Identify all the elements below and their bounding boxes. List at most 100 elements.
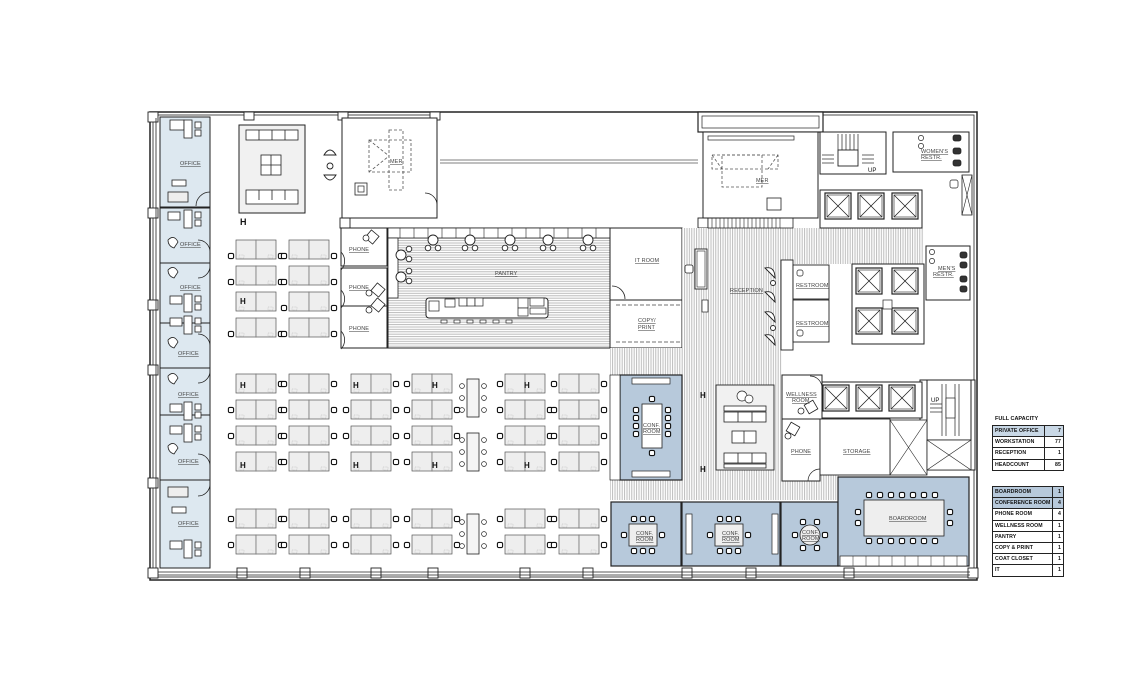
label-conf-1: CONF. — [643, 423, 660, 429]
conf-room-bottom-1: CONF. ROOM — [610, 501, 682, 567]
conf-room-large: CONF. ROOM — [609, 374, 683, 481]
capacity-value: 1 — [1044, 447, 1064, 460]
storage-room: STORAGE — [819, 418, 891, 476]
rooms-row-boardroom: BOARDROOM 1 — [991, 485, 1064, 499]
label-office-6: OFFICE — [178, 459, 199, 465]
capacity-row-headcount: HEADCOUNT 85 — [992, 458, 1064, 471]
label-womens-restroom: RESTR. — [921, 155, 942, 161]
svg-text:H: H — [524, 461, 530, 470]
room-type-count: 4 — [1052, 508, 1064, 521]
room-type-count: 1 — [1052, 564, 1064, 577]
room-type-label: CONFERENCE ROOM — [991, 497, 1054, 510]
stairs-top: UP — [819, 131, 887, 175]
elevator-bank-top — [819, 189, 923, 229]
label-office-1: OFFICE — [180, 161, 201, 167]
label-mens: MEN'S — [938, 266, 956, 272]
label-phone-1: PHONE — [349, 247, 369, 253]
conf-room-bottom-3: CONF. ROOM — [780, 501, 839, 567]
room-type-count: 4 — [1052, 497, 1064, 510]
label-office-2: OFFICE — [180, 242, 201, 248]
label-office-4: OFFICE — [178, 351, 199, 357]
svg-text:H: H — [524, 381, 530, 390]
elevator-bank-bottom — [819, 381, 923, 419]
rooms-row-conference: CONFERENCE ROOM 4 — [991, 497, 1064, 510]
label-office-3: OFFICE — [180, 285, 201, 291]
svg-text:H: H — [353, 381, 359, 390]
svg-text:H: H — [240, 461, 246, 470]
room-type-label: COAT CLOSET — [991, 553, 1054, 566]
restrooms-center: RESTROOM RESTROOM — [792, 264, 830, 343]
stairs-bottom: UP — [889, 379, 972, 476]
label-office-7: OFFICE — [178, 521, 199, 527]
label-wellness: WELLNESS — [786, 392, 817, 398]
label-pantry: PANTRY — [495, 271, 518, 277]
room-type-label: PANTRY — [991, 530, 1054, 543]
conf-room-bottom-2: CONF. ROOM — [681, 501, 781, 567]
mer-room-left: MER — [341, 117, 438, 219]
room-type-label: BOARDROOM — [991, 485, 1054, 499]
label-womens: WOMEN'S — [921, 149, 948, 155]
label-copy: COPY/ — [638, 318, 656, 324]
room-type-count: 1 — [1052, 530, 1064, 543]
workstations: HHH HH HH HH — [227, 239, 608, 555]
capacity-table: PRIVATE OFFICE 7 WORKSTATION 77 RECEPTIO… — [992, 424, 1064, 471]
label-mer-left: MER — [390, 159, 403, 165]
capacity-label: PRIVATE OFFICE — [992, 424, 1045, 438]
columns — [147, 111, 979, 579]
label-reception: RECEPTION — [730, 288, 763, 294]
label-up-top: UP — [868, 168, 876, 174]
capacity-row-private-office: PRIVATE OFFICE 7 — [992, 424, 1064, 438]
room-type-count: 1 — [1052, 485, 1064, 499]
svg-text:H: H — [240, 297, 246, 306]
label-boardroom: BOARDROOM — [889, 516, 927, 522]
capacity-value: 7 — [1044, 424, 1064, 438]
capacity-row-reception: RECEPTION 1 — [992, 447, 1064, 460]
elevator-bank-center — [851, 263, 925, 345]
svg-text:H: H — [432, 381, 438, 390]
label-restroom-2: RESTROOM — [796, 321, 829, 327]
room-type-count: 1 — [1052, 519, 1064, 532]
label-conf-3: CONF. — [722, 531, 739, 537]
it-room: IT ROOM — [609, 227, 683, 301]
room-type-label: COPY & PRINT — [991, 541, 1054, 555]
capacity-label: HEADCOUNT — [992, 458, 1045, 471]
room-type-count: 1 — [1052, 553, 1064, 566]
svg-text:H: H — [353, 461, 359, 470]
svg-text:H: H — [700, 391, 706, 400]
room-type-label: PHONE ROOM — [991, 508, 1054, 521]
label-conf-2: CONF. — [636, 531, 653, 537]
boardroom: BOARDROOM — [837, 476, 970, 567]
capacity-label: WORKSTATION — [992, 436, 1045, 449]
rooms-row-phone: PHONE ROOM 4 — [991, 508, 1064, 521]
open-lounge: H H — [700, 384, 775, 474]
label-phone-2: PHONE — [349, 285, 369, 291]
rooms-row-pantry: PANTRY 1 — [991, 530, 1064, 543]
svg-text:H: H — [240, 217, 247, 227]
legend-title: FULL CAPACITY — [995, 416, 1039, 422]
label-phone-4: PHONE — [791, 449, 811, 455]
label-office-5: OFFICE — [178, 392, 199, 398]
svg-text:H: H — [432, 461, 438, 470]
capacity-label: RECEPTION — [992, 447, 1045, 460]
label-mens-restroom: RESTR. — [933, 272, 954, 278]
label-room-3: ROOM — [722, 537, 740, 543]
rooms-row-wellness: WELLNESS ROOM 1 — [991, 519, 1064, 532]
capacity-value: 77 — [1044, 436, 1064, 449]
label-phone-3: PHONE — [349, 326, 369, 332]
capacity-row-workstation: WORKSTATION 77 — [992, 436, 1064, 449]
label-conf-4: CONF. — [802, 530, 819, 536]
label-wellness-room: ROOM — [792, 398, 810, 404]
label-up-bottom: UP — [931, 398, 939, 404]
rooms-row-coat-closet: COAT CLOSET 1 — [991, 553, 1064, 566]
womens-restroom: WOMEN'S RESTR. — [892, 131, 973, 216]
room-type-label: WELLNESS ROOM — [991, 519, 1054, 532]
label-storage: STORAGE — [843, 449, 871, 455]
label-print: PRINT — [638, 325, 656, 331]
mer-room-right: MER — [702, 131, 819, 219]
label-room-4: ROOM — [802, 536, 820, 542]
phone-room-right: PHONE — [781, 418, 821, 482]
private-offices: OFFICE OFFICE OFFICE OFFICE OFFICE OFFIC… — [159, 116, 211, 569]
label-mer-right: MER — [756, 178, 769, 184]
rooms-row-it: IT 1 — [991, 564, 1064, 577]
